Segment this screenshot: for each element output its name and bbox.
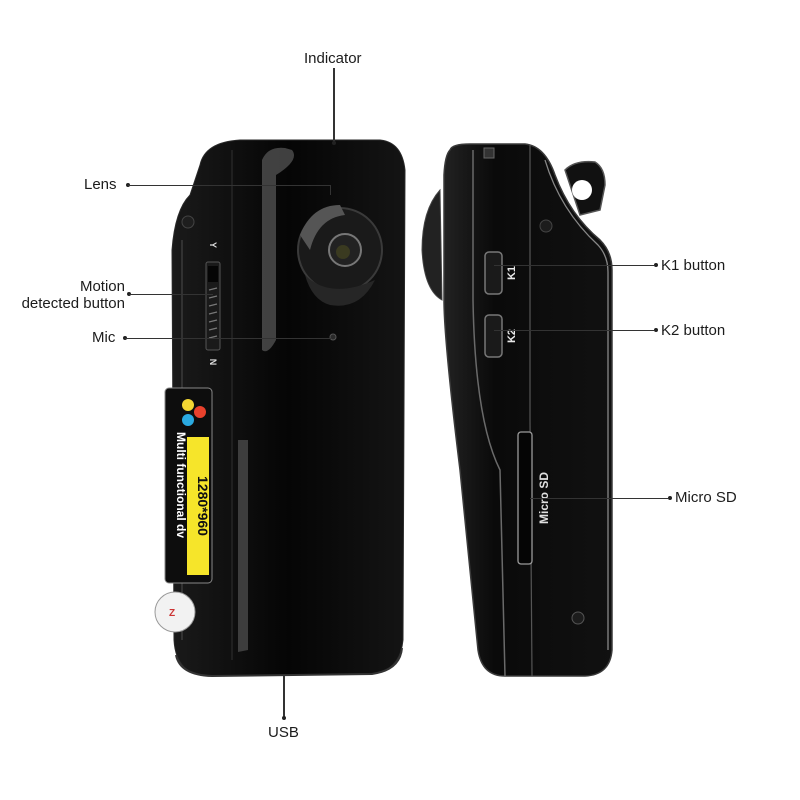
k1-button[interactable] (484, 251, 503, 295)
k1-label: K1 button (661, 257, 726, 274)
lens (297, 205, 383, 306)
k2-dot (654, 328, 658, 332)
micro-sd-marking: Micro SD (537, 472, 551, 524)
k1-marking: K1 (506, 266, 518, 280)
indicator-label: Indicator (304, 50, 362, 67)
usb-leader-line (283, 676, 285, 718)
warranty-seal (154, 591, 196, 633)
speaker-icon (571, 611, 585, 625)
micro-sd-dot (668, 496, 672, 500)
switch-y-marking: Y (208, 242, 218, 248)
usb-dot (282, 716, 286, 720)
yellow-dot (182, 399, 194, 411)
mic-label: Mic (92, 329, 116, 346)
k2-button[interactable] (484, 314, 503, 358)
resolution-sticker: 1280*960 Multi functional dv (164, 387, 213, 584)
mic-leader-line (125, 338, 332, 339)
k1-leader-line (494, 265, 654, 266)
keychain-hole (572, 180, 592, 200)
motion-label-line2: detected button (21, 295, 125, 312)
micro-sd-leader-line (530, 498, 668, 499)
k2-marking: K2 (506, 329, 518, 343)
micro-sd-label: Micro SD (675, 489, 737, 506)
multi-functional-text: Multi functional dv (174, 432, 188, 538)
indicator-dot (332, 141, 336, 145)
motion-label-line1: Motion (79, 278, 125, 295)
blue-dot (182, 414, 194, 426)
switch-n-marking: N (208, 359, 218, 366)
lens-leader-line (128, 185, 330, 186)
motion-leader-line (129, 294, 213, 295)
k1-dot (654, 263, 658, 267)
usb-label: USB (268, 724, 299, 741)
camera-side-view: K1 K2 Micro SD (421, 143, 613, 677)
lens-leader-line-drop (330, 185, 331, 195)
motion-label: Motion detected button (2, 278, 125, 312)
camera-front-view: Y N 1280*960 Multi functional dv Z (154, 139, 406, 678)
indicator-leader-line (333, 68, 335, 143)
screw-icon (181, 215, 195, 229)
lens-label: Lens (84, 176, 117, 193)
svg-text:Z: Z (169, 608, 175, 619)
side-highlight (238, 440, 248, 652)
red-dot (194, 406, 206, 418)
k2-leader-line (494, 330, 654, 331)
mic-hole (329, 333, 337, 341)
k2-label: K2 button (661, 322, 726, 339)
resolution-text: 1280*960 (195, 476, 211, 536)
screw-icon (539, 219, 553, 233)
motion-switch[interactable] (205, 261, 221, 351)
